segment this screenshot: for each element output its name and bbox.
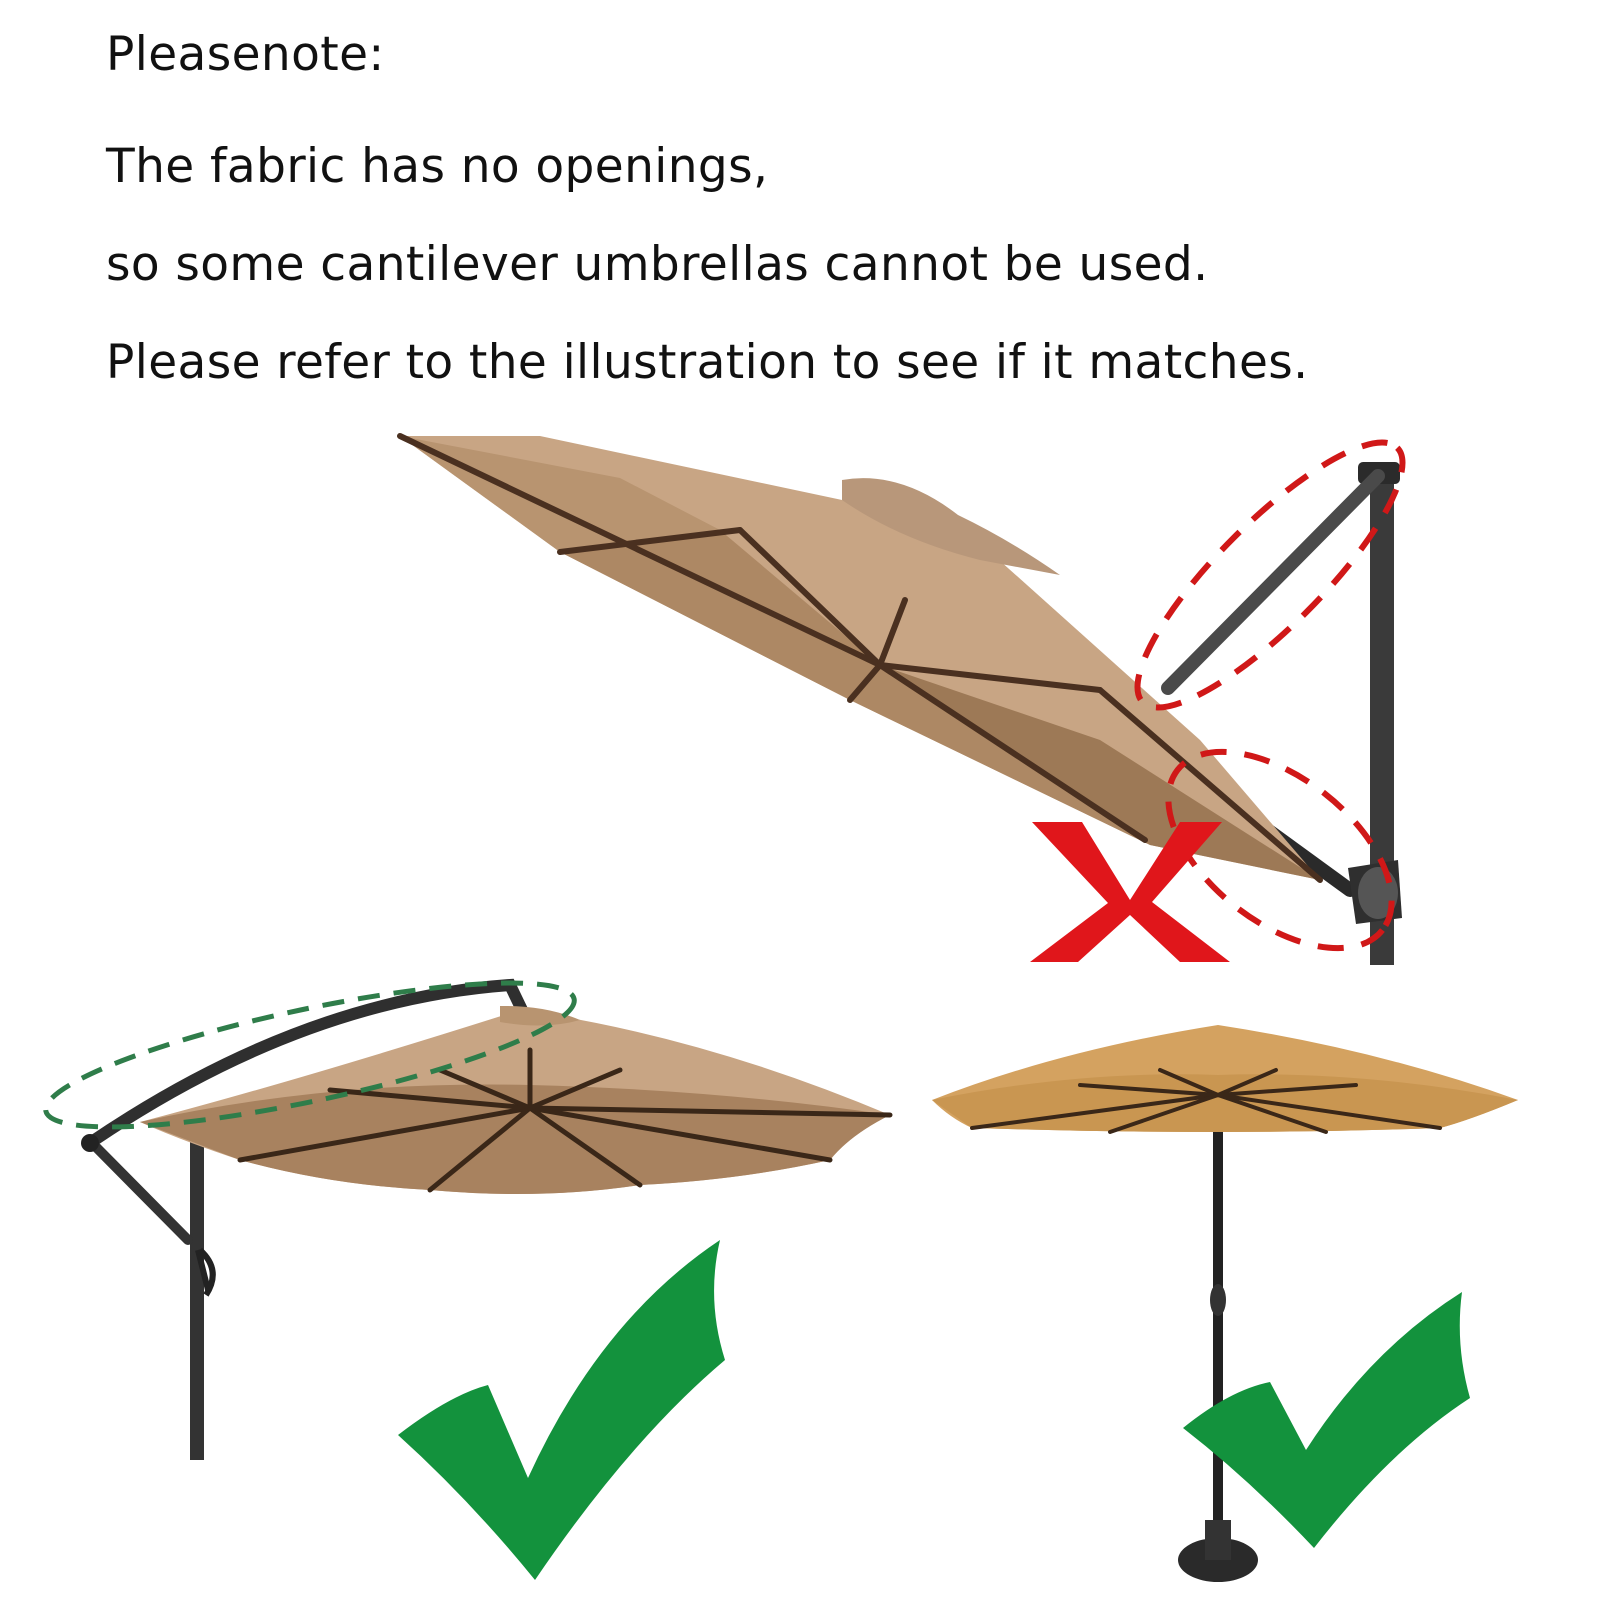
top-arm-cantilever-umbrella [43, 978, 893, 1580]
cantilever-top-arm [84, 978, 528, 1149]
side-arm-support-bar [1161, 469, 1385, 695]
check-mark-icon [398, 1240, 725, 1580]
side-arm-cantilever-umbrella [397, 433, 1406, 965]
note-block: Pleasenote: The fabric has no openings, … [106, 22, 1556, 412]
cross-mark-icon [1030, 822, 1230, 962]
note-line-1: The fabric has no openings, [106, 139, 769, 194]
market-pole [1213, 1095, 1223, 1550]
cantilever-pole [190, 1110, 204, 1460]
note-line-3: Please refer to the illustration to see … [106, 335, 1309, 390]
check-mark-icon [1183, 1292, 1470, 1548]
note-line-2: so some cantilever umbrellas cannot be u… [106, 237, 1209, 292]
market-umbrella [932, 1025, 1518, 1582]
note-heading: Pleasenote: [106, 27, 385, 82]
